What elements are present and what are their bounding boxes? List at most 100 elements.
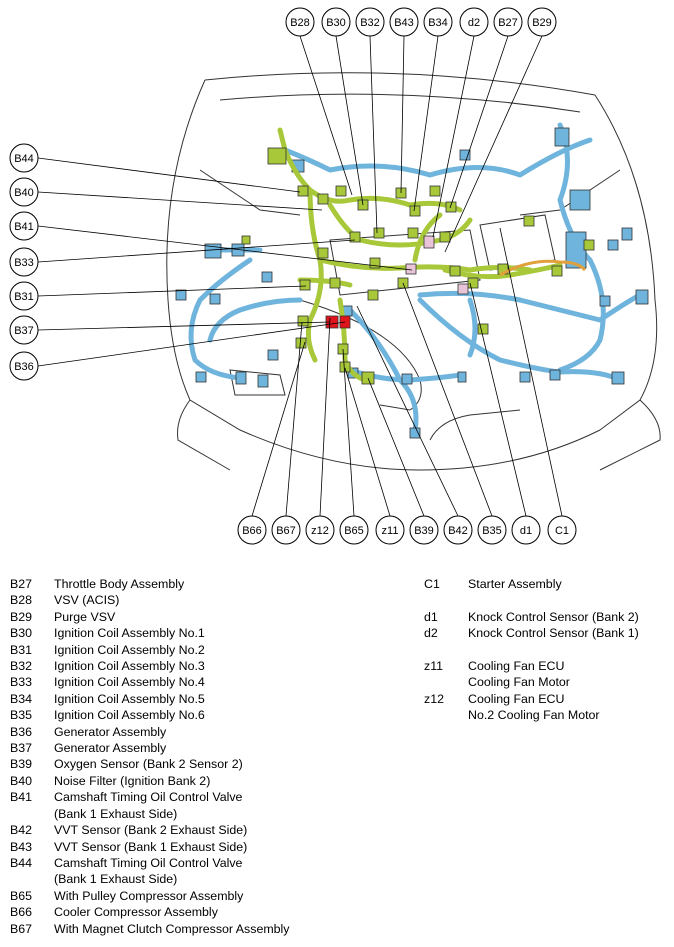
blue-connectors (175, 127, 649, 439)
legend-description: (Bank 1 Exhaust Side) (54, 806, 178, 821)
legend-code: B36 (10, 724, 33, 739)
legend-code: B40 (10, 773, 33, 788)
legend-code: B33 (10, 675, 33, 690)
svg-text:B29: B29 (532, 17, 552, 29)
legend-code: B29 (10, 609, 33, 624)
legend-row: B65 With Pulley Compressor Assembly (10, 888, 290, 904)
callout-b42: B42 (443, 515, 473, 545)
callout-b27: B27 (493, 7, 523, 37)
legend-code: d2 (424, 626, 438, 641)
legend-description: Starter Assembly (468, 577, 562, 591)
legend-row: B37 Generator Assembly (10, 740, 290, 756)
svg-text:B30: B30 (326, 17, 346, 29)
legend-row: B35 Ignition Coil Assembly No.6 (10, 707, 290, 723)
legend-description: With Pulley Compressor Assembly (54, 888, 244, 903)
legend-code (10, 871, 54, 887)
legend-code: B65 (10, 888, 33, 903)
callout-z11: z11 (375, 515, 405, 545)
callout-z12: z12 (305, 515, 335, 545)
callout-c1: C1 (547, 515, 577, 545)
callout-b35: B35 (477, 515, 507, 545)
callout-b32: B32 (355, 7, 385, 37)
svg-text:B44: B44 (14, 153, 34, 165)
legend-description: With Magnet Clutch Compressor Assembly (54, 921, 290, 936)
legend-code: B42 (10, 823, 33, 838)
legend-row: B43 VVT Sensor (Bank 1 Exhaust Side) (10, 839, 290, 855)
legend-code (424, 674, 468, 690)
svg-text:C1: C1 (555, 525, 569, 537)
legend-row: No.2 Cooling Fan Motor (424, 707, 639, 723)
legend-row: B36 Generator Assembly (10, 724, 290, 740)
engine-harness-diagram: B28 B30 B32 B43 B34 d2 B27 B29 B44 B40 B… (9, 7, 661, 545)
legend-row: (Bank 1 Exhaust Side) (10, 806, 290, 822)
callout-b28: B28 (285, 7, 315, 37)
legend-row: B33 Ignition Coil Assembly No.4 (10, 674, 290, 690)
legend-description: Knock Control Sensor (Bank 2) (468, 609, 639, 624)
legend-description: VSV (ACIS) (54, 593, 120, 608)
legend-description: Cooler Compressor Assembly (54, 905, 218, 920)
legend-description: Ignition Coil Assembly No.3 (54, 659, 205, 674)
legend-code: B27 (10, 577, 33, 591)
svg-text:d1: d1 (520, 525, 532, 537)
legend-row: B66 Cooler Compressor Assembly (10, 904, 290, 920)
legend-row: d2 Knock Control Sensor (Bank 1) (424, 625, 639, 641)
svg-text:B36: B36 (14, 361, 34, 373)
legend-description: Ignition Coil Assembly No.6 (54, 708, 205, 723)
legend-description: Knock Control Sensor (Bank 1) (468, 626, 639, 641)
legend-code: z11 (424, 659, 444, 673)
legend-code: B37 (10, 741, 33, 756)
svg-text:z11: z11 (382, 525, 399, 537)
callouts-top: B28 B30 B32 B43 B34 d2 B27 B29 (285, 7, 557, 37)
svg-text:B67: B67 (276, 525, 296, 537)
legend-code: B35 (10, 708, 33, 723)
legend-description: Noise Filter (Ignition Bank 2) (54, 773, 211, 788)
legend-description: Ignition Coil Assembly No.4 (54, 675, 205, 690)
svg-text:B27: B27 (498, 17, 518, 29)
svg-text:B65: B65 (344, 525, 364, 537)
legend-description: Generator Assembly (54, 724, 167, 739)
legend-description: Generator Assembly (54, 741, 167, 756)
svg-text:B41: B41 (14, 221, 34, 233)
svg-text:B39: B39 (414, 525, 434, 537)
callout-b37: B37 (9, 315, 39, 345)
svg-text:B35: B35 (482, 525, 502, 537)
legend-code: B43 (10, 839, 33, 854)
callout-b43: B43 (389, 7, 419, 37)
callout-b30: B30 (321, 7, 351, 37)
legend-description: Camshaft Timing Oil Control Valve (54, 855, 243, 870)
callout-b36: B36 (9, 351, 39, 381)
legend-code: C1 (424, 577, 440, 591)
legend-description: VVT Sensor (Bank 1 Exhaust Side) (54, 839, 248, 854)
legend-code: B39 (10, 757, 33, 772)
legend-code (10, 806, 54, 822)
callout-b31: B31 (9, 281, 39, 311)
svg-text:d2: d2 (468, 17, 480, 29)
callout-d2: d2 (459, 7, 489, 37)
svg-text:B31: B31 (14, 291, 34, 303)
callout-b65: B65 (339, 515, 369, 545)
green-harness (277, 127, 563, 383)
legend-description: Ignition Coil Assembly No.5 (54, 691, 205, 706)
svg-text:B37: B37 (14, 325, 34, 337)
legend-code: B41 (10, 790, 33, 805)
callout-b41: B41 (9, 211, 39, 241)
callout-b66: B66 (237, 515, 267, 545)
blue-harness (188, 122, 643, 433)
callout-b67: B67 (271, 515, 301, 545)
legend-code: B30 (10, 626, 33, 641)
callouts-bottom: B66 B67 z12 B65 z11 B39 B42 B35 d1 C1 (237, 515, 577, 545)
svg-text:B32: B32 (360, 17, 380, 29)
callout-b40: B40 (9, 177, 39, 207)
legend-gap (424, 592, 639, 608)
legend-row: Cooling Fan Motor (424, 674, 639, 690)
legend-gap (424, 642, 639, 658)
legend-code: B66 (10, 905, 33, 920)
